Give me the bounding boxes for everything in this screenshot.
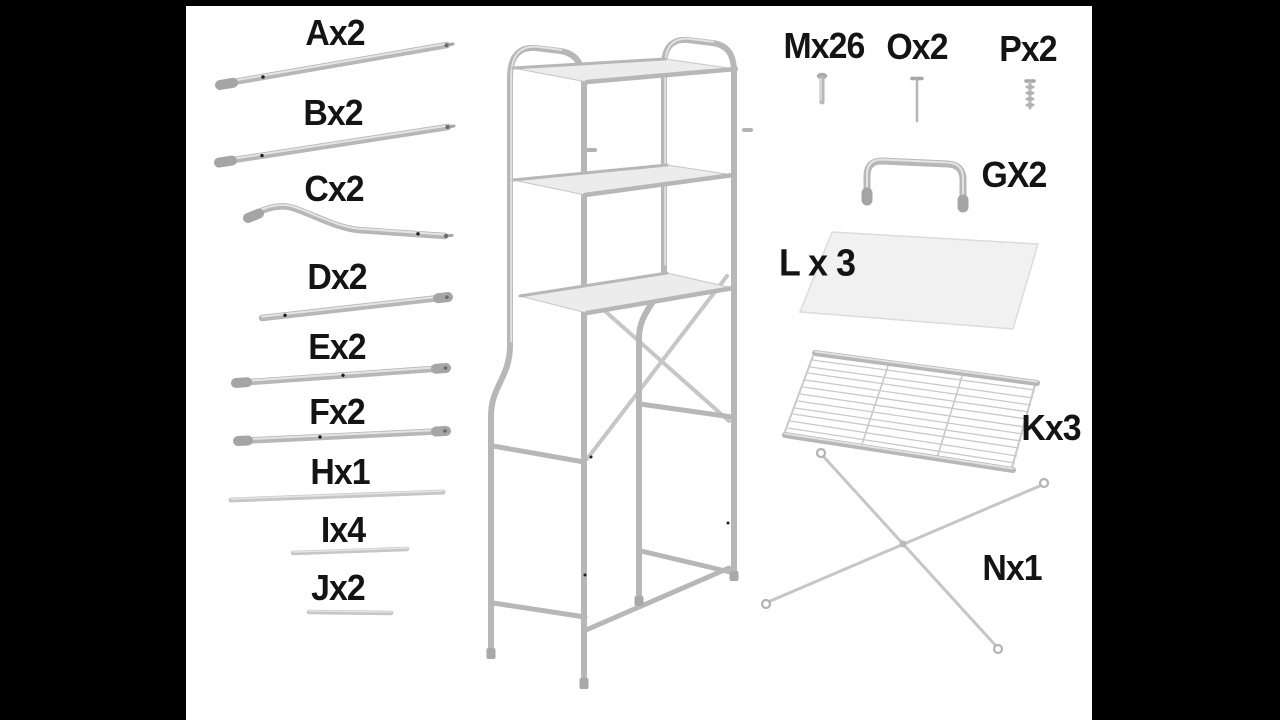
- part-n-cross-brace-shape: [760, 447, 1050, 655]
- part-j-rod-shape: [306, 609, 394, 616]
- part-p-anchor-shape: [1024, 79, 1036, 110]
- part-label-j: Jx2: [311, 567, 366, 608]
- part-label-m: Mx26: [783, 25, 866, 66]
- part-f-tube-shape: [233, 426, 451, 446]
- part-label-d: Dx2: [307, 256, 367, 297]
- part-label-h: Hx1: [310, 451, 370, 492]
- part-h-rod-shape: [228, 489, 446, 503]
- part-i-rod-shape: [290, 546, 410, 556]
- assembled-rack-shape: [486, 36, 753, 689]
- part-k-wire-shelf-shape: [782, 350, 1040, 473]
- part-m-bolt-shape: [816, 72, 828, 105]
- part-label-n: Nx1: [982, 547, 1042, 588]
- part-g-handle-shape: [861, 157, 969, 213]
- part-c-bent-tube-shape: [243, 203, 454, 240]
- part-label-p: Px2: [999, 28, 1057, 69]
- part-label-e: Ex2: [308, 326, 366, 367]
- part-e-tube-shape: [231, 363, 451, 388]
- part-label-i: Ix4: [320, 509, 366, 550]
- part-label-a: Ax2: [305, 12, 365, 53]
- part-a-tube-shape: [215, 41, 455, 90]
- part-label-g: GX2: [981, 154, 1048, 195]
- part-label-b: Bx2: [303, 92, 363, 133]
- part-o-screw-shape: [910, 76, 924, 123]
- part-label-l: L x 3: [778, 242, 856, 285]
- part-label-f: Fx2: [309, 391, 365, 432]
- part-l-panel-shape: [798, 231, 1039, 330]
- part-d-tube-shape: [258, 292, 453, 322]
- part-b-tube-shape: [214, 123, 456, 168]
- part-label-o: Ox2: [886, 26, 948, 67]
- part-label-c: Cx2: [304, 168, 364, 209]
- part-label-k: Kx3: [1021, 407, 1081, 448]
